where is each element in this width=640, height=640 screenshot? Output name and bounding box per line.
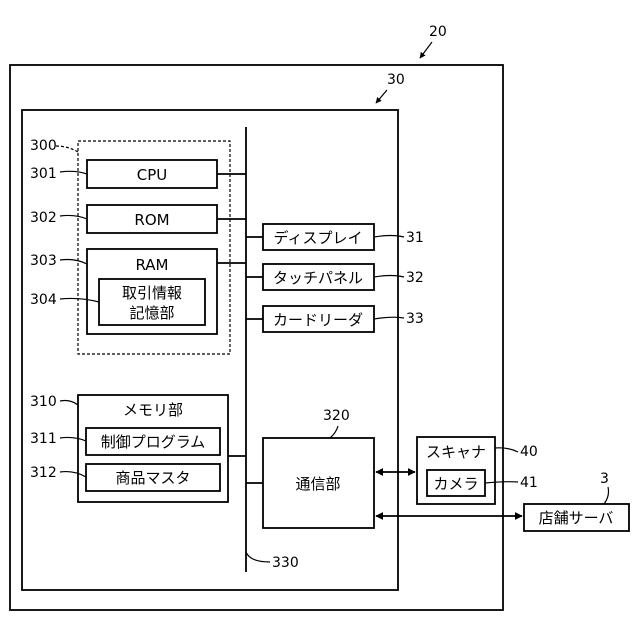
ref-ram: 303 (30, 253, 57, 269)
ref-transaction-store: 304 (30, 292, 57, 308)
ref-scanner: 40 (520, 444, 538, 460)
transaction-store-label-2: 記憶部 (129, 304, 174, 322)
ref-memory: 310 (30, 394, 57, 410)
comm-label: 通信部 (295, 475, 340, 493)
camera-label: カメラ (433, 475, 478, 493)
store-server-label: 店舗サーバ (539, 509, 614, 527)
leader-terminal (420, 42, 432, 58)
ref-cpu: 301 (30, 166, 57, 182)
ref-card-reader: 33 (406, 311, 424, 327)
ref-control-unit: 30 (387, 72, 405, 88)
ref-control-program: 311 (30, 431, 57, 447)
ref-product-master: 312 (30, 465, 57, 481)
ref-touch-panel: 32 (406, 270, 424, 286)
scanner-label: スキャナ (426, 443, 486, 461)
cpu-label: CPU (137, 166, 168, 184)
memory-label: メモリ部 (123, 401, 183, 419)
ref-processor-group: 300 (30, 138, 57, 154)
touch-panel-label: タッチパネル (273, 269, 363, 287)
ref-terminal: 20 (429, 24, 447, 40)
display-label: ディスプレイ (274, 229, 363, 247)
control-program-label: 制御プログラム (101, 433, 206, 451)
ref-bus: 330 (272, 555, 299, 571)
ref-camera: 41 (520, 475, 538, 491)
ram-label: RAM (135, 256, 168, 274)
ref-display: 31 (406, 230, 424, 246)
ref-comm: 320 (323, 408, 350, 424)
card-reader-label: カードリーダ (273, 311, 363, 329)
leader-store-server (604, 487, 609, 504)
transaction-store-label-1: 取引情報 (122, 284, 182, 302)
ref-store-server: 3 (600, 471, 609, 487)
ref-rom: 302 (30, 210, 57, 226)
product-master-label: 商品マスタ (115, 469, 190, 487)
rom-label: ROM (134, 211, 169, 229)
